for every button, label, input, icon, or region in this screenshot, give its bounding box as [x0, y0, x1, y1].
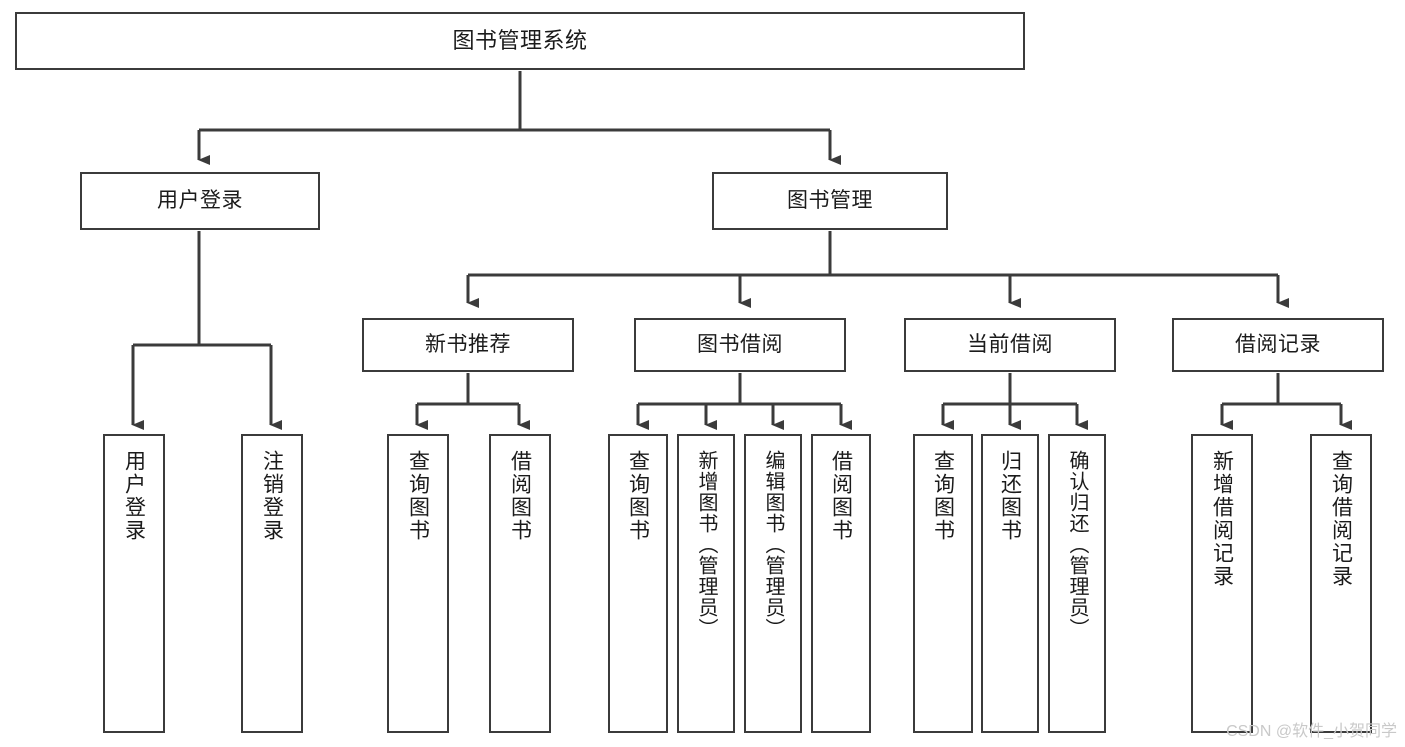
leaf-user-logout[interactable]: 注销登录: [241, 434, 303, 733]
node-label: 图书管理: [787, 189, 873, 213]
leaf-add-borrow-record[interactable]: 新增借阅记录: [1191, 434, 1253, 733]
node-label: 用户登录: [122, 450, 146, 542]
node-label: 新增图书（管理员）: [695, 450, 717, 639]
leaf-borrow-book-new-recommend[interactable]: 借阅图书: [489, 434, 551, 733]
leaf-query-borrow-record[interactable]: 查询借阅记录: [1310, 434, 1372, 733]
node-label: 编辑图书（管理员）: [762, 450, 784, 639]
node-book-borrow[interactable]: 图书借阅: [634, 318, 846, 372]
node-new-book-recommend[interactable]: 新书推荐: [362, 318, 574, 372]
node-label: 新书推荐: [425, 333, 511, 357]
leaf-return-book[interactable]: 归还图书: [981, 434, 1039, 733]
node-current-borrow[interactable]: 当前借阅: [904, 318, 1116, 372]
node-book-management[interactable]: 图书管理: [712, 172, 948, 230]
leaf-confirm-return-admin[interactable]: 确认归还（管理员）: [1048, 434, 1106, 733]
node-label: 当前借阅: [967, 333, 1053, 357]
node-label: 查询图书: [626, 450, 650, 542]
node-root-book-management-system[interactable]: 图书管理系统: [15, 12, 1025, 70]
node-label: 图书借阅: [697, 333, 783, 357]
node-label: 借阅图书: [829, 450, 853, 542]
node-label: 新增借阅记录: [1210, 450, 1234, 588]
node-label: 图书管理系统: [452, 27, 588, 53]
node-user-login[interactable]: 用户登录: [80, 172, 320, 230]
node-label: 确认归还（管理员）: [1066, 450, 1088, 639]
node-label: 归还图书: [998, 450, 1022, 542]
leaf-query-book-borrow[interactable]: 查询图书: [608, 434, 668, 733]
node-label: 借阅图书: [508, 450, 532, 542]
node-label: 借阅记录: [1235, 333, 1321, 357]
leaf-user-login[interactable]: 用户登录: [103, 434, 165, 733]
leaf-borrow-book-borrow[interactable]: 借阅图书: [811, 434, 871, 733]
leaf-add-book-admin[interactable]: 新增图书（管理员）: [677, 434, 735, 733]
node-label: 用户登录: [157, 189, 243, 213]
node-label: 查询图书: [931, 450, 955, 542]
node-borrow-record[interactable]: 借阅记录: [1172, 318, 1384, 372]
node-label: 查询借阅记录: [1329, 450, 1353, 588]
node-label: 查询图书: [406, 450, 430, 542]
node-label: 注销登录: [260, 450, 284, 542]
leaf-query-book-current[interactable]: 查询图书: [913, 434, 973, 733]
watermark: CSDN @软件_小贺同学: [1226, 723, 1397, 740]
leaf-edit-book-admin[interactable]: 编辑图书（管理员）: [744, 434, 802, 733]
leaf-query-book-new-recommend[interactable]: 查询图书: [387, 434, 449, 733]
